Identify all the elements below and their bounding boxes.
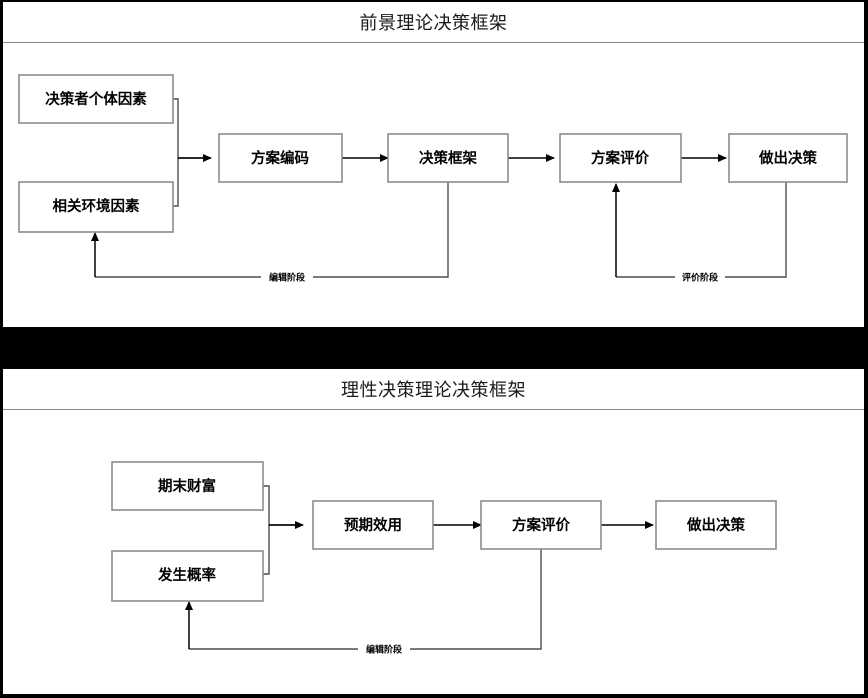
node-box-decision-frame[interactable]: 决策框架 — [387, 133, 509, 183]
loop-label-edit-backing — [261, 270, 313, 284]
node-label-make-decision: 做出决策 — [758, 149, 817, 167]
node-label-expected-utility: 预期效用 — [344, 516, 402, 534]
node-label-scheme-evaluation-bottom: 方案评价 — [512, 516, 570, 534]
node-box-environment-factors[interactable]: 相关环境因素 — [18, 181, 174, 233]
flow-diagram-rational: 编辑阶段 期末财富 发生概率 预期效用 方案评价 — [111, 461, 777, 656]
node-box-occurrence-probability[interactable]: 发生概率 — [111, 550, 264, 602]
panel-prospect-theory: 前景理论决策框架 — [3, 2, 864, 327]
node-box-scheme-evaluation-bottom[interactable]: 方案评价 — [480, 500, 602, 550]
node-label-terminal-wealth: 期末财富 — [158, 477, 216, 495]
loop-label-editing-phase: 编辑阶段 — [269, 271, 306, 282]
node-box-expected-utility[interactable]: 预期效用 — [312, 500, 434, 550]
node-box-decision-maker-factors[interactable]: 决策者个体因素 — [18, 74, 174, 124]
connector-m2-to-join — [263, 525, 270, 575]
node-label-make-decision-bottom: 做出决策 — [686, 516, 745, 534]
connector-loop-eval-path — [616, 182, 787, 278]
node-label-decision-frame: 决策框架 — [419, 149, 477, 167]
panel-bottom-header: 理性决策理论决策框架 — [3, 369, 864, 410]
loop-label-edit-backing-bottom — [358, 642, 410, 656]
node-label-occurrence-probability: 发生概率 — [157, 566, 216, 584]
node-box-make-decision[interactable]: 做出决策 — [728, 133, 848, 183]
panel-bottom-title: 理性决策理论决策框架 — [341, 380, 526, 400]
loop-label-eval-backing — [675, 270, 725, 284]
node-box-scheme-evaluation[interactable]: 方案评价 — [559, 133, 682, 183]
node-box-terminal-wealth[interactable]: 期末财富 — [111, 461, 264, 511]
connector-m1-to-join — [263, 485, 299, 526]
connector-loop-edit-path-bottom — [189, 549, 542, 650]
node-box-scheme-encoding[interactable]: 方案编码 — [218, 133, 343, 183]
panel-bottom-body: 编辑阶段 期末财富 发生概率 预期效用 方案评价 — [3, 410, 864, 693]
node-label-environment-factors: 相关环境因素 — [53, 197, 140, 215]
loop-label-evaluation-phase: 评价阶段 — [682, 271, 719, 282]
connector-n1-to-join — [173, 98, 208, 159]
connector-loop-edit-path — [95, 182, 449, 278]
panel-top-title: 前景理论决策框架 — [359, 13, 508, 33]
panel-top-body: 编辑阶段 评价阶段 决策者个体因素 相关环境因素 方案编码 — [3, 43, 864, 326]
connector-n2-to-join — [173, 158, 179, 207]
panel-rational-decision-theory: 理性决策理论决策框架 编辑阶段 期末财富 — [3, 369, 864, 694]
node-label-scheme-evaluation: 方案评价 — [591, 149, 649, 167]
loop-label-editing-phase-bottom: 编辑阶段 — [366, 643, 403, 654]
node-label-scheme-encoding: 方案编码 — [251, 149, 309, 167]
flow-diagram-prospect: 编辑阶段 评价阶段 决策者个体因素 相关环境因素 方案编码 — [18, 74, 848, 284]
panel-top-header: 前景理论决策框架 — [3, 2, 864, 43]
node-box-make-decision-bottom[interactable]: 做出决策 — [655, 500, 777, 550]
node-label-decision-maker-factors: 决策者个体因素 — [45, 90, 147, 108]
